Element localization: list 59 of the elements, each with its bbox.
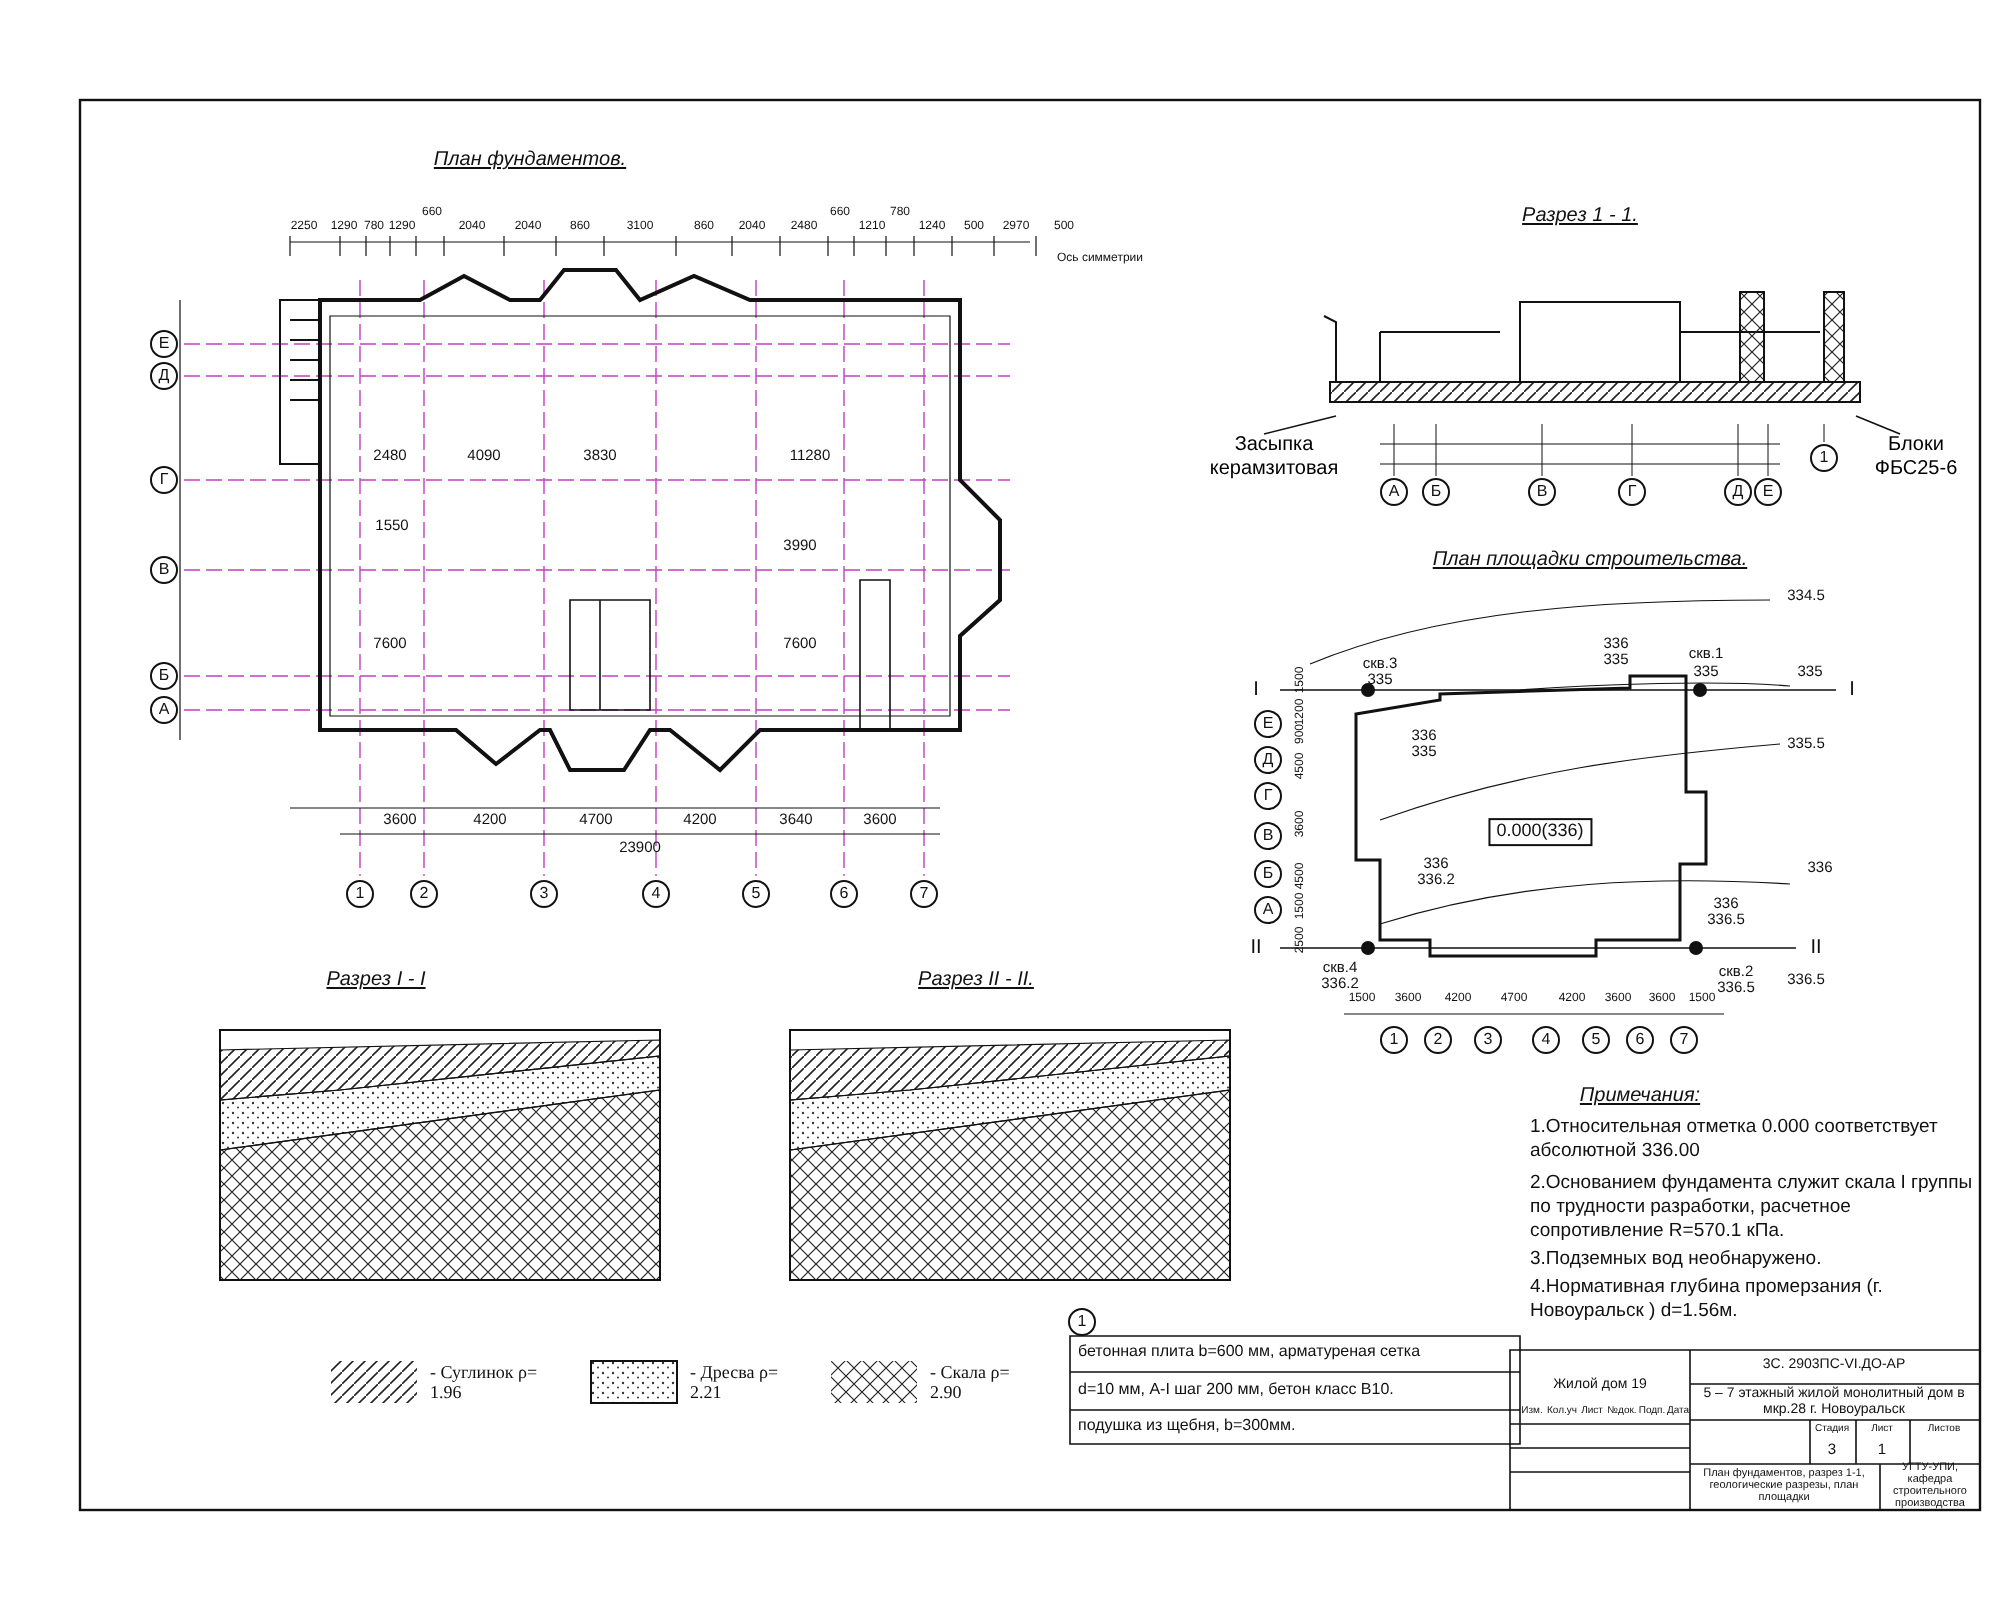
axis-marker: 1 bbox=[1810, 444, 1838, 472]
axis-marker: 4 bbox=[642, 880, 670, 908]
note-text: 4.Нормативная глубина промерзания (г. Новоуральск ) d=1.56м. bbox=[1530, 1276, 1885, 1324]
axis-marker: 1 bbox=[1380, 1026, 1408, 1054]
table-text: d=10 мм, A-I шаг 200 мм, бетон класс B10. bbox=[1078, 1382, 1394, 1400]
view-title: План площадки строительства. bbox=[1432, 549, 1748, 571]
axis-marker: А bbox=[150, 696, 178, 724]
elevation-box: 0.000(336) bbox=[1488, 818, 1592, 846]
axis-marker: А bbox=[1254, 896, 1282, 924]
note-text: 2.Основанием фундамента служит скала I группы по трудности разработки, расчетное сопротивление R=570.1 кПа. bbox=[1530, 1172, 1975, 1244]
leader-line bbox=[1855, 415, 1901, 435]
axis-marker: 1 bbox=[346, 880, 374, 908]
axis-marker: 7 bbox=[1670, 1026, 1698, 1054]
axis-marker: Е bbox=[150, 330, 178, 358]
axis-marker: 7 bbox=[910, 880, 938, 908]
axis-marker: 2 bbox=[1424, 1026, 1452, 1054]
axis-marker: В bbox=[1528, 478, 1556, 506]
axis-marker: Б bbox=[150, 662, 178, 690]
axis-marker: Г bbox=[150, 466, 178, 494]
axis-marker: Г bbox=[1254, 782, 1282, 810]
view-title: Разрез 1 - 1. bbox=[1522, 205, 1638, 227]
view-title: Разрез I - I bbox=[326, 969, 426, 991]
axis-marker: А bbox=[1380, 478, 1408, 506]
axis-marker: 5 bbox=[1582, 1026, 1610, 1054]
callout-text: Блоки ФБС25-6 bbox=[1860, 434, 1972, 482]
axis-marker: В bbox=[150, 556, 178, 584]
section-mark: I bbox=[1253, 679, 1259, 701]
axis-marker: 5 bbox=[742, 880, 770, 908]
view-title: Разрез II - II. bbox=[918, 969, 1034, 991]
axis-marker: Д bbox=[1254, 746, 1282, 774]
axis-marker: 3 bbox=[530, 880, 558, 908]
axis-marker: Е bbox=[1754, 478, 1782, 506]
axis-marker: Д bbox=[150, 362, 178, 390]
axis-marker: 3 bbox=[1474, 1026, 1502, 1054]
note-text: 1.Относительная отметка 0.000 соответствует абсолютной 336.00 bbox=[1530, 1116, 1940, 1164]
legend-text: - Скала ρ= 2.90 bbox=[930, 1364, 1012, 1404]
table-text: бетонная плита b=600 мм, арматуреная сетка bbox=[1078, 1344, 1421, 1362]
axis-marker: 2 bbox=[410, 880, 438, 908]
axis-marker: Е bbox=[1254, 710, 1282, 738]
leader-line bbox=[1263, 415, 1337, 435]
section-mark: I bbox=[1849, 679, 1855, 701]
table-text: подушка из щебня, b=300мм. bbox=[1078, 1418, 1296, 1436]
view-title: Примечания: bbox=[1579, 1085, 1701, 1107]
callout-text: Засыпка керамзитовая bbox=[1196, 434, 1352, 482]
axis-marker: Б bbox=[1254, 860, 1282, 888]
axis-marker: Д bbox=[1724, 478, 1752, 506]
axis-marker: 6 bbox=[1626, 1026, 1654, 1054]
section-mark: II bbox=[1810, 937, 1822, 959]
axis-marker: Б bbox=[1422, 478, 1450, 506]
legend-text: - Дресва ρ= 2.21 bbox=[690, 1364, 781, 1404]
axis-marker: 6 bbox=[830, 880, 858, 908]
section-mark: II bbox=[1250, 937, 1262, 959]
axis-marker: В bbox=[1254, 822, 1282, 850]
view-title: План фундаментов. bbox=[433, 149, 627, 171]
axis-marker: 4 bbox=[1532, 1026, 1560, 1054]
axis-marker: 1 bbox=[1068, 1308, 1096, 1336]
note-text: 3.Подземных вод необнаружено. bbox=[1530, 1248, 1824, 1272]
legend-text: - Суглинок ρ= 1.96 bbox=[430, 1364, 540, 1404]
axis-marker: Г bbox=[1618, 478, 1646, 506]
